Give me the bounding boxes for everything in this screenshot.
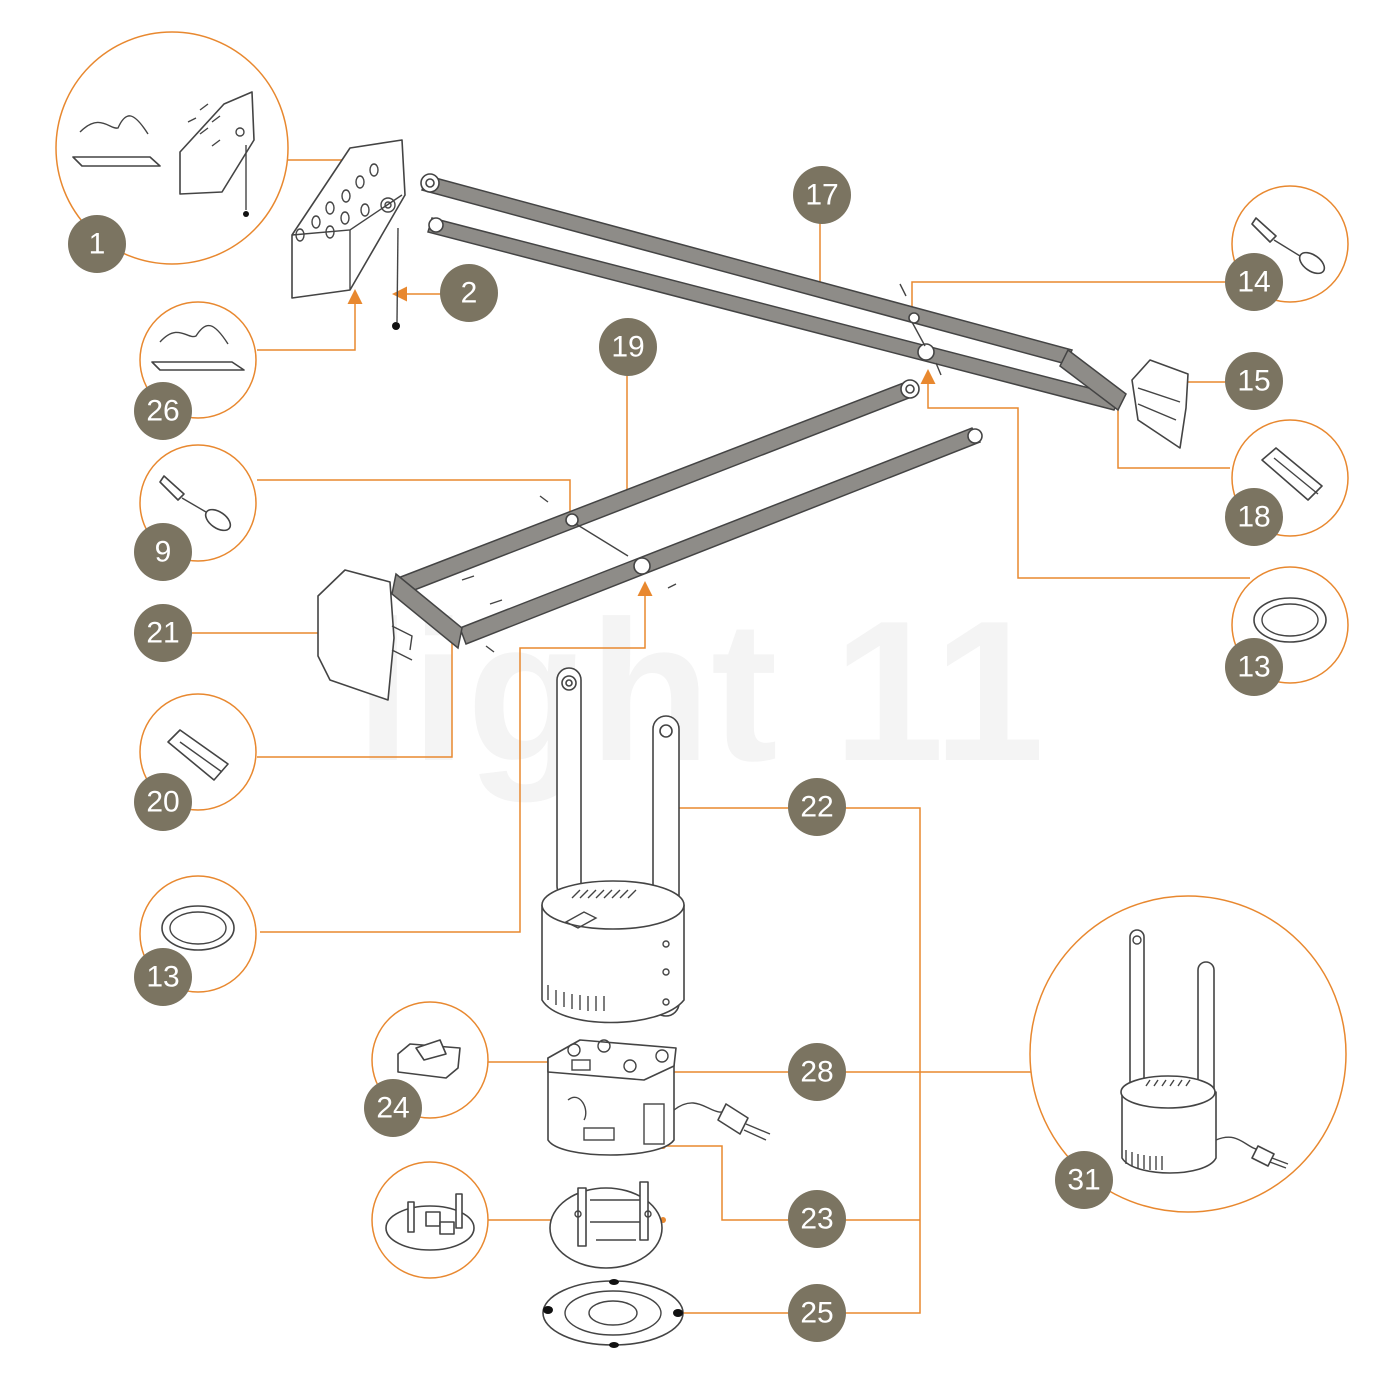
head-block — [291, 139, 406, 299]
svg-text:17: 17 — [805, 179, 838, 212]
badge-31: 31 — [1055, 1151, 1113, 1209]
callout-complete-base — [1029, 895, 1347, 1213]
leader-lines — [190, 159, 1250, 1314]
badge-28: 28 — [788, 1043, 846, 1101]
wire — [392, 227, 400, 330]
svg-text:28: 28 — [800, 1056, 833, 1089]
badge-19: 19 — [599, 318, 657, 376]
svg-text:19: 19 — [611, 331, 644, 364]
badge-18: 18 — [1225, 488, 1283, 546]
svg-text:24: 24 — [376, 1092, 409, 1125]
svg-text:23: 23 — [800, 1203, 833, 1236]
svg-text:20: 20 — [146, 786, 179, 819]
foot-disc — [542, 1279, 684, 1348]
badge-2: 2 — [440, 264, 498, 322]
svg-text:21: 21 — [146, 617, 179, 650]
upper-arm — [420, 173, 1127, 412]
svg-text:18: 18 — [1237, 501, 1270, 534]
svg-text:26: 26 — [146, 395, 179, 428]
svg-text:22: 22 — [800, 791, 833, 824]
watermark: light 11 — [355, 580, 1044, 803]
column-base — [541, 667, 685, 1024]
base-plate — [549, 1181, 663, 1269]
badge-21: 21 — [134, 604, 192, 662]
badge-22: 22 — [788, 778, 846, 836]
svg-text:15: 15 — [1237, 365, 1270, 398]
badge-15: 15 — [1225, 352, 1283, 410]
badge-17: 17 — [793, 166, 851, 224]
badge-25: 25 — [788, 1284, 846, 1342]
badge-20: 20 — [134, 773, 192, 831]
badge-13-upper: 13 — [1225, 638, 1283, 696]
svg-text:13: 13 — [1237, 651, 1270, 684]
badge-26: 26 — [134, 382, 192, 440]
lower-arm — [391, 379, 983, 653]
head-cap — [1131, 359, 1189, 449]
badge-14: 14 — [1225, 253, 1283, 311]
callout-head-detail — [55, 31, 289, 265]
badge-1: 1 — [68, 215, 126, 273]
badge-23: 23 — [788, 1190, 846, 1248]
svg-text:31: 31 — [1067, 1164, 1100, 1197]
svg-text:2: 2 — [461, 277, 478, 310]
svg-text:13: 13 — [146, 961, 179, 994]
transformer-housing — [547, 1039, 771, 1156]
svg-text:1: 1 — [89, 228, 106, 261]
svg-text:9: 9 — [155, 536, 172, 569]
svg-text:25: 25 — [800, 1297, 833, 1330]
side-cap — [317, 569, 413, 701]
svg-text:14: 14 — [1237, 266, 1270, 299]
callout-base-detail — [371, 1161, 489, 1279]
badge-24: 24 — [364, 1079, 422, 1137]
badge-13-lower: 13 — [134, 948, 192, 1006]
badge-9: 9 — [134, 523, 192, 581]
